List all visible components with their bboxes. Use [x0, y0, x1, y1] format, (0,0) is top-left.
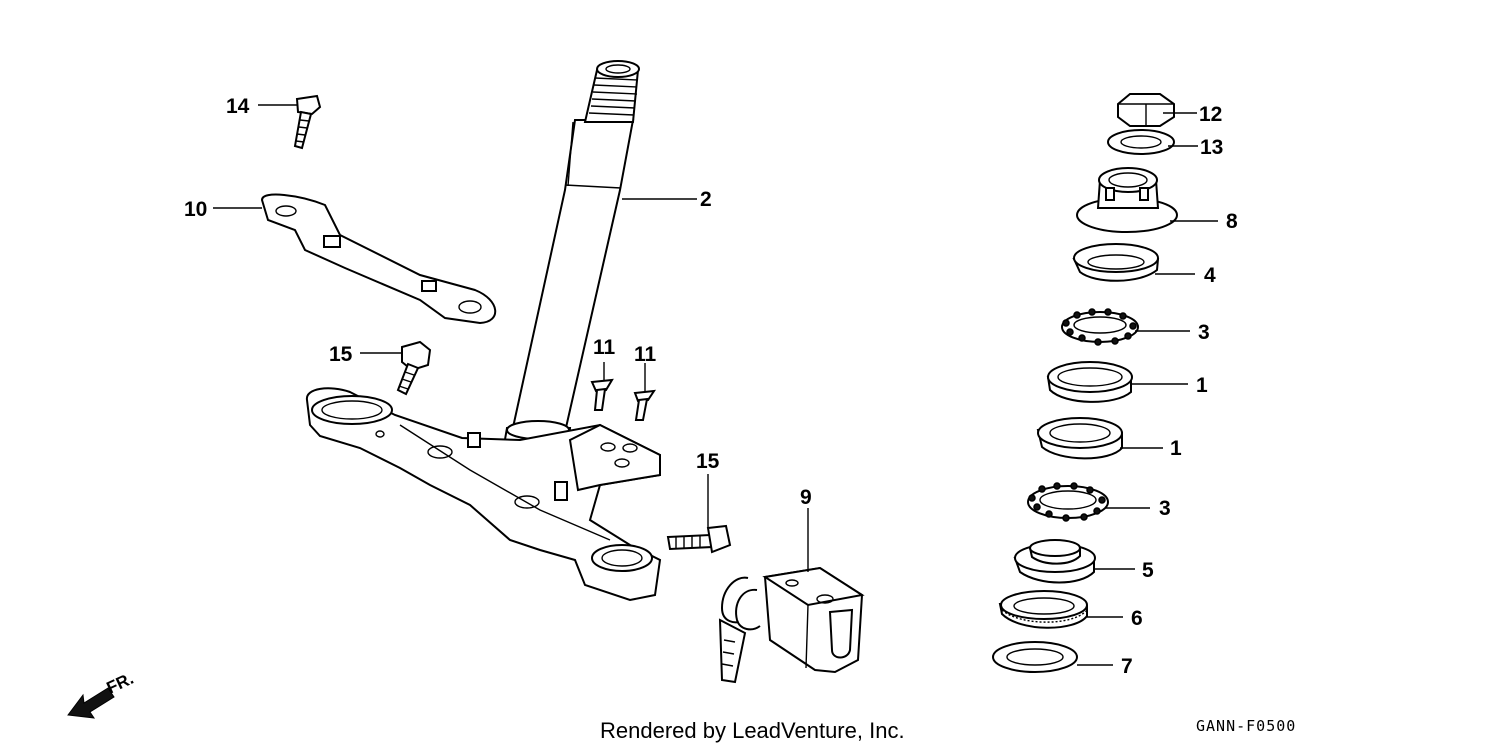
callout-1-lower: 1 [1170, 437, 1182, 460]
callout-12: 12 [1199, 103, 1222, 126]
callout-1-upper: 1 [1196, 374, 1208, 397]
dust-seal-6-part[interactable] [998, 590, 1088, 629]
bolt-14-part[interactable] [293, 94, 322, 150]
callout-3-upper: 3 [1198, 321, 1210, 344]
callout-11-right: 11 [634, 343, 657, 366]
front-direction-arrow: FR. [67, 669, 137, 719]
screw-11-left-part[interactable] [590, 378, 614, 411]
race-1-lower-part[interactable] [1036, 417, 1123, 460]
callout-15-lower: 15 [696, 450, 720, 473]
leader-lines [213, 104, 1218, 666]
steering-stem-part[interactable] [498, 60, 640, 472]
callout-8: 8 [1226, 210, 1238, 233]
callout-13: 13 [1200, 136, 1223, 159]
washer-7-part[interactable] [992, 641, 1078, 673]
callout-14: 14 [226, 95, 250, 118]
nut-12-part[interactable] [1117, 93, 1175, 127]
bearing-3-lower-part[interactable] [1027, 482, 1109, 522]
race-1-upper-part[interactable] [1046, 361, 1133, 403]
callout-5: 5 [1142, 559, 1154, 582]
ignition-lock-part[interactable] [718, 566, 865, 684]
diagram-code: GANN-F0500 [1196, 717, 1296, 735]
arrow-icon [67, 687, 115, 719]
cone-race-5-part[interactable] [1013, 539, 1096, 584]
bearing-3-upper-part[interactable] [1061, 308, 1139, 346]
race-nut-8-part[interactable] [1076, 167, 1178, 233]
callout-15-upper: 15 [329, 343, 353, 366]
callout-9: 9 [800, 486, 812, 509]
callout-4: 4 [1204, 264, 1216, 287]
callout-7: 7 [1121, 655, 1133, 678]
callout-numbers: 14 10 2 15 11 11 15 9 12 13 8 4 3 1 1 3 … [184, 95, 1238, 678]
callout-6: 6 [1131, 607, 1143, 630]
bolt-15-lower-part[interactable] [666, 524, 732, 554]
bolt-15-upper-part[interactable] [396, 340, 432, 396]
callout-2: 2 [700, 188, 712, 211]
bracket-plate-part[interactable] [260, 193, 497, 325]
credit-text: Rendered by LeadVenture, Inc. [600, 718, 905, 743]
cone-race-4-part[interactable] [1072, 243, 1160, 282]
callout-10: 10 [184, 198, 207, 221]
washer-13-part[interactable] [1107, 129, 1175, 155]
callout-11-left: 11 [593, 336, 616, 359]
under-bracket-part[interactable] [306, 387, 662, 602]
callout-3-lower: 3 [1159, 497, 1171, 520]
screw-11-right-part[interactable] [633, 389, 657, 421]
